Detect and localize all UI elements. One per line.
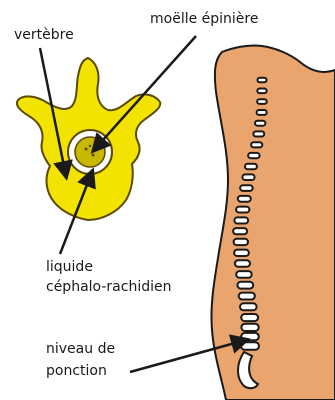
label-csf-line2: céphalo-rachidien — [46, 278, 171, 296]
spine-vertebra — [255, 121, 265, 126]
spine-vertebra — [236, 271, 252, 278]
spine-vertebra — [257, 110, 267, 115]
spine-vertebra — [240, 185, 253, 191]
spine-vertebra — [242, 174, 254, 180]
spinal-cord-dot — [92, 154, 95, 157]
spine-vertebra — [257, 89, 266, 94]
label-csf-line1: liquide — [46, 258, 93, 276]
spine-vertebra — [234, 217, 248, 223]
vertebra-cross-section — [17, 58, 160, 220]
spine-vertebra — [253, 131, 264, 136]
label-puncture-line1: niveau de — [46, 340, 115, 358]
spinal-cord-dot — [85, 148, 88, 151]
label-spinal-cord: moëlle épinière — [150, 10, 259, 28]
spine-vertebra — [237, 282, 253, 289]
spine-vertebra — [234, 239, 248, 245]
spine-vertebra — [241, 342, 259, 350]
body-silhouette — [211, 45, 335, 400]
spine-vertebra — [239, 293, 255, 300]
spinal-cord-dot — [89, 145, 91, 147]
spine-vertebra — [236, 207, 249, 213]
spine-vertebra — [234, 250, 249, 256]
label-puncture-line2: ponction — [46, 362, 107, 380]
spine-vertebra — [238, 196, 251, 202]
arrow-spinal-cord — [94, 36, 196, 150]
spine-vertebra — [258, 78, 267, 83]
spine-vertebra — [241, 333, 259, 340]
spine-vertebra — [257, 99, 267, 104]
spine-vertebra — [241, 314, 258, 321]
spine-vertebra — [245, 164, 257, 170]
spine-vertebra — [240, 303, 257, 310]
spine-vertebra — [235, 260, 250, 267]
spine-vertebra — [251, 142, 262, 147]
spine-vertebra — [241, 324, 258, 331]
label-vertebra: vertèbre — [14, 26, 74, 44]
spine-vertebra — [233, 228, 247, 234]
spine-vertebra — [248, 153, 260, 158]
